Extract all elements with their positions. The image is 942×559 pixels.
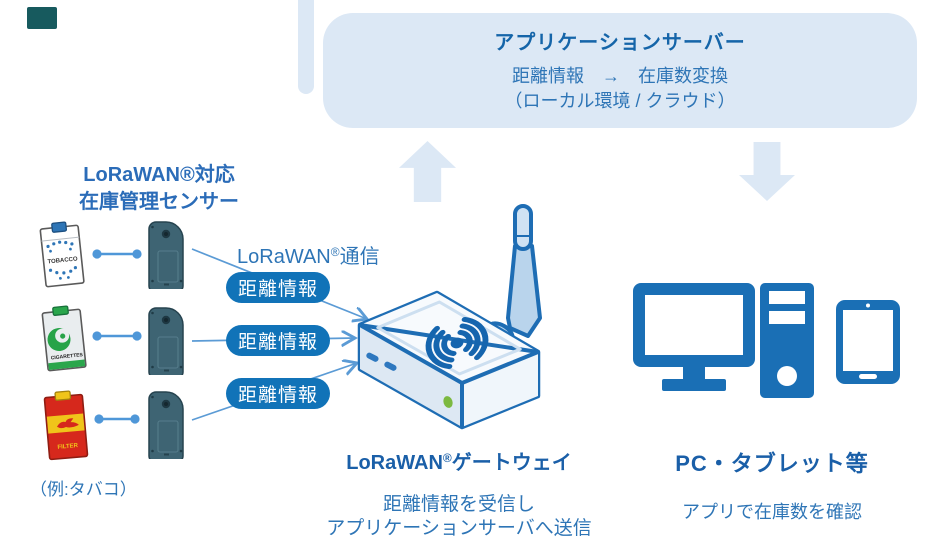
gateway-desc-line2: アプリケーションサーバへ送信 [326, 518, 592, 539]
led-indicator [443, 396, 453, 408]
sensor-heading-line1: LoRaWAN®対応 [83, 164, 235, 186]
product-cigarettes-icon: CIGARETTES [41, 305, 87, 372]
distance-info-badge: 距離情報 [226, 378, 330, 409]
inventory-sensor-icon [148, 307, 184, 375]
comm-label-suffix: 通信 [339, 246, 380, 268]
server-panel-body-line1: 距離情報 → 在庫数変換 [512, 66, 728, 86]
registered-mark: ® [330, 245, 340, 259]
corner-chip [27, 7, 57, 29]
registered-mark: ® [442, 451, 452, 465]
product-sensor-connectors [97, 252, 137, 421]
product-cigarettes-label: CIGARETTES [51, 352, 84, 361]
inventory-sensor-icon [148, 221, 184, 289]
connector-dots [92, 249, 142, 424]
gateway-device [357, 204, 542, 430]
inventory-sensor-icon [148, 391, 184, 459]
comm-label-brand: LoRaWAN [237, 246, 331, 268]
lorawan-comm-label: LoRaWAN®通信 [237, 240, 380, 269]
client-devices [633, 283, 900, 398]
desktop-icon [633, 283, 755, 391]
tower-icon [760, 283, 814, 398]
product-filter-label: FILTER [57, 443, 79, 451]
gateway-title-suffix: ゲートウェイ [451, 452, 572, 474]
example-note: （例:タバコ） [30, 480, 137, 499]
vent-slots [366, 352, 397, 371]
client-title: PC・タブレット等 [675, 451, 869, 476]
client-desc: アプリで在庫数を確認 [682, 502, 862, 522]
server-panel-body-line2: （ローカル環境 / クラウド） [504, 91, 736, 111]
product-filter-icon: FILTER [43, 390, 89, 461]
product-tobacco-icon: TOBACCO [39, 221, 85, 288]
gateway-desc-line1: 距離情報を受信し [382, 494, 535, 515]
sensor-heading-line2: 在庫管理センサー [79, 191, 239, 213]
sensor-group-heading: LoRaWAN®対応 在庫管理センサー [40, 162, 278, 216]
tablet-icon [836, 300, 900, 384]
distance-info-badge: 距離情報 [226, 325, 330, 356]
gateway-title-brand: LoRaWAN [346, 452, 443, 474]
server-panel-title: アプリケーションサーバー [494, 32, 746, 54]
distance-info-badge: 距離情報 [226, 272, 330, 303]
product-tobacco-label: TOBACCO [47, 256, 78, 265]
gateway-caption: LoRaWAN®ゲートウェイ 距離情報を受信し アプリケーションサーバへ送信 [318, 446, 600, 541]
client-caption: PC・タブレット等 アプリで在庫数を確認 [628, 446, 916, 524]
gateway-title: LoRaWAN®ゲートウェイ [318, 446, 600, 475]
edge-sliver-shape [298, 0, 314, 94]
wifi-icon [425, 316, 489, 370]
application-server-panel: アプリケーションサーバー 距離情報 → 在庫数変換 （ローカル環境 / クラウド… [323, 13, 917, 128]
gateway-body [357, 290, 541, 430]
